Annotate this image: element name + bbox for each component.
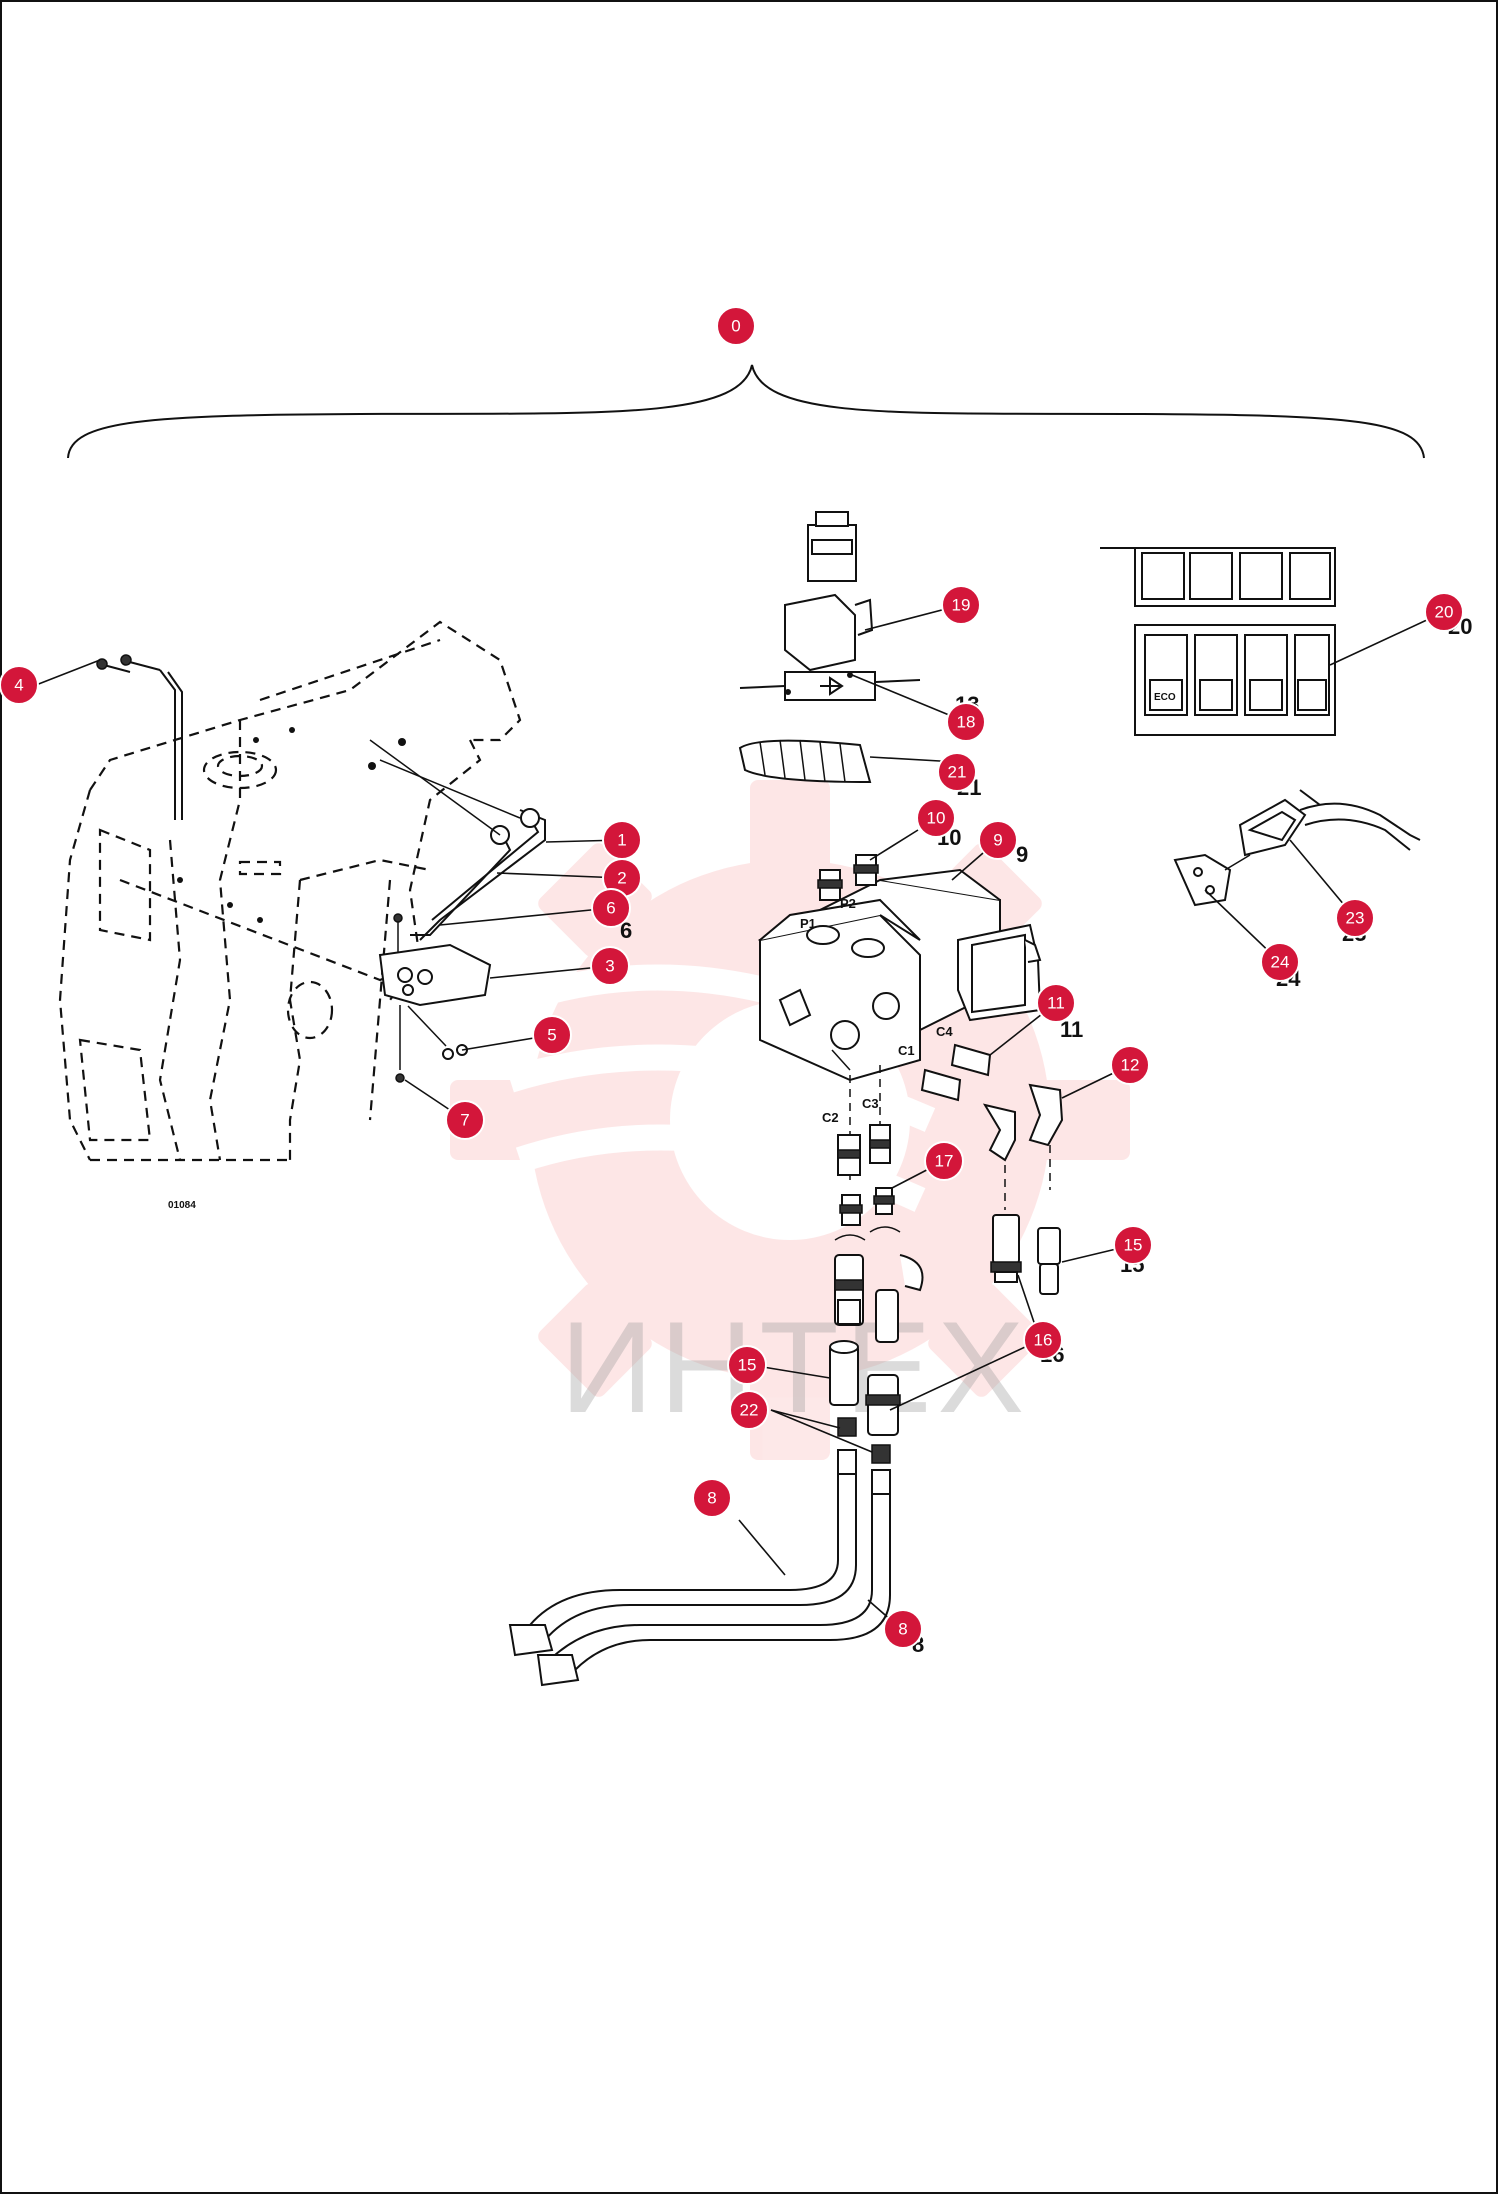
svg-text:8: 8 (898, 1620, 907, 1639)
callout-16[interactable]: 16 (1023, 1320, 1063, 1360)
couplers-right (990, 1214, 1061, 1295)
svg-text:1: 1 (617, 831, 626, 850)
callout-6[interactable]: 6 (591, 888, 631, 928)
watermark-text: ИНТЕХ (560, 1294, 1030, 1440)
callout-23[interactable]: 23 (1335, 898, 1375, 938)
svg-text:19: 19 (952, 596, 971, 615)
port-label-c4: C4 (936, 1024, 953, 1039)
svg-text:15: 15 (738, 1356, 757, 1375)
callout-1[interactable]: 1 (602, 820, 642, 860)
bolts-part-4 (96, 654, 183, 820)
part-number-11: 11 (1060, 1017, 1083, 1042)
port-label-p1: P1 (800, 916, 816, 931)
port-label-c1: C1 (898, 1043, 915, 1058)
svg-text:7: 7 (460, 1111, 469, 1130)
svg-text:15: 15 (1124, 1236, 1143, 1255)
switch-panel-part-20 (1100, 547, 1336, 736)
callout-20[interactable]: 20 (1424, 592, 1464, 632)
svg-text:18: 18 (957, 713, 976, 732)
callout-19[interactable]: 19 (941, 585, 981, 625)
svg-text:3: 3 (605, 957, 614, 976)
connector-part-23 (1173, 789, 1421, 907)
panel-label-eco: ECO (1154, 692, 1176, 703)
solenoid-valve-part-9 (757, 868, 1042, 1180)
machine-frame-drawing (58, 620, 522, 1162)
callout-24[interactable]: 24 (1260, 942, 1300, 982)
couplers-bottom (829, 1340, 901, 1436)
callout-15-left[interactable]: 15 (727, 1345, 767, 1385)
svg-text:6: 6 (606, 899, 615, 918)
callout-10[interactable]: 10 (916, 798, 956, 838)
svg-text:4: 4 (14, 676, 23, 695)
svg-text:22: 22 (740, 1401, 759, 1420)
hydraulic-pipes (368, 738, 546, 941)
svg-text:0: 0 (731, 317, 740, 336)
svg-text:17: 17 (935, 1152, 954, 1171)
svg-text:5: 5 (547, 1026, 556, 1045)
adapters-part-22 (837, 1417, 891, 1495)
callout-3[interactable]: 3 (590, 946, 630, 986)
svg-text:8: 8 (707, 1489, 716, 1508)
callout-8-lower[interactable]: 8 (883, 1609, 923, 1649)
svg-text:24: 24 (1271, 953, 1290, 972)
hoses-part-8 (508, 1470, 891, 1687)
fittings-part-11-12 (920, 1043, 1064, 1210)
port-label-c3: C3 (862, 1096, 879, 1111)
part-number-6: 6 (620, 918, 632, 943)
svg-text:23: 23 (1346, 909, 1365, 928)
manifold-block-part-3 (378, 913, 492, 1083)
callout-18[interactable]: 18 (946, 702, 986, 742)
callout-15-right[interactable]: 15 (1113, 1225, 1153, 1265)
callout-7[interactable]: 7 (445, 1100, 485, 1140)
callout-4[interactable]: 4 (0, 665, 39, 705)
part-number-9: 9 (1016, 842, 1028, 867)
assembly-brace (67, 364, 1425, 459)
port-label-p2: P2 (840, 896, 856, 911)
callout-0[interactable]: 0 (716, 306, 756, 346)
sleeve-part-21 (738, 739, 872, 784)
callout-22[interactable]: 22 (729, 1390, 769, 1430)
callout-8-upper[interactable]: 8 (692, 1478, 732, 1518)
drawing-code: 01084 (168, 1200, 196, 1211)
svg-text:16: 16 (1034, 1331, 1053, 1350)
callout-11[interactable]: 11 (1036, 983, 1076, 1023)
port-label-c2: C2 (822, 1110, 839, 1125)
fittings-column-c2-c3 (834, 1124, 924, 1343)
svg-text:2: 2 (617, 869, 626, 888)
relay-part-19 (784, 511, 874, 672)
svg-text:21: 21 (948, 763, 967, 782)
svg-text:20: 20 (1435, 603, 1454, 622)
callout-12[interactable]: 12 (1110, 1045, 1150, 1085)
diode-part-18 (739, 671, 921, 701)
callout-5[interactable]: 5 (532, 1015, 572, 1055)
svg-text:9: 9 (993, 831, 1002, 850)
fittings-part-10 (817, 854, 879, 901)
svg-text:11: 11 (1047, 994, 1065, 1013)
callout-21[interactable]: 21 (937, 752, 977, 792)
callout-9[interactable]: 9 (978, 820, 1018, 860)
callout-17[interactable]: 17 (924, 1141, 964, 1181)
svg-text:12: 12 (1121, 1056, 1140, 1075)
svg-text:10: 10 (927, 809, 946, 828)
